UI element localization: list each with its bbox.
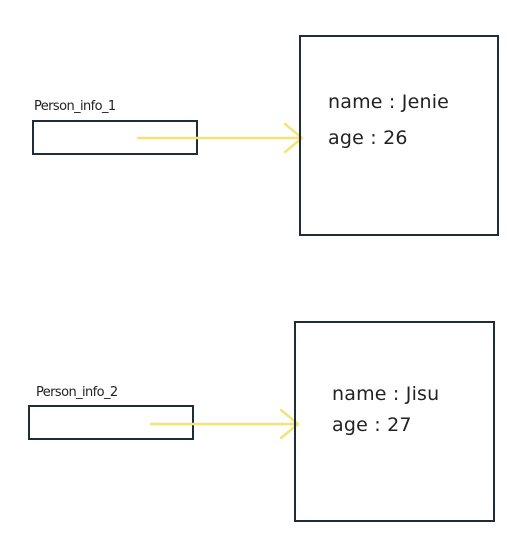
variable-label-2: Person_info_2 [36, 385, 118, 400]
object-field-age-1: age : 26 [328, 127, 408, 149]
object-field-name-1: name : Jenie [328, 91, 449, 113]
object-field-name-2: name : Jisu [332, 383, 439, 405]
object-field-age-2: age : 27 [332, 414, 412, 436]
variable-label-1: Person_info_1 [34, 99, 116, 114]
variable-group-2: Person_info_2 name : Jisu age : 27 [28, 321, 495, 522]
reference-arrow-1 [136, 122, 304, 154]
reference-arrow-2 [149, 408, 300, 440]
object-box-2 [294, 321, 495, 522]
object-box-1 [299, 35, 499, 236]
variable-group-1: Person_info_1 name : Jenie age : 26 [32, 35, 499, 236]
variable-box-2 [28, 405, 194, 440]
